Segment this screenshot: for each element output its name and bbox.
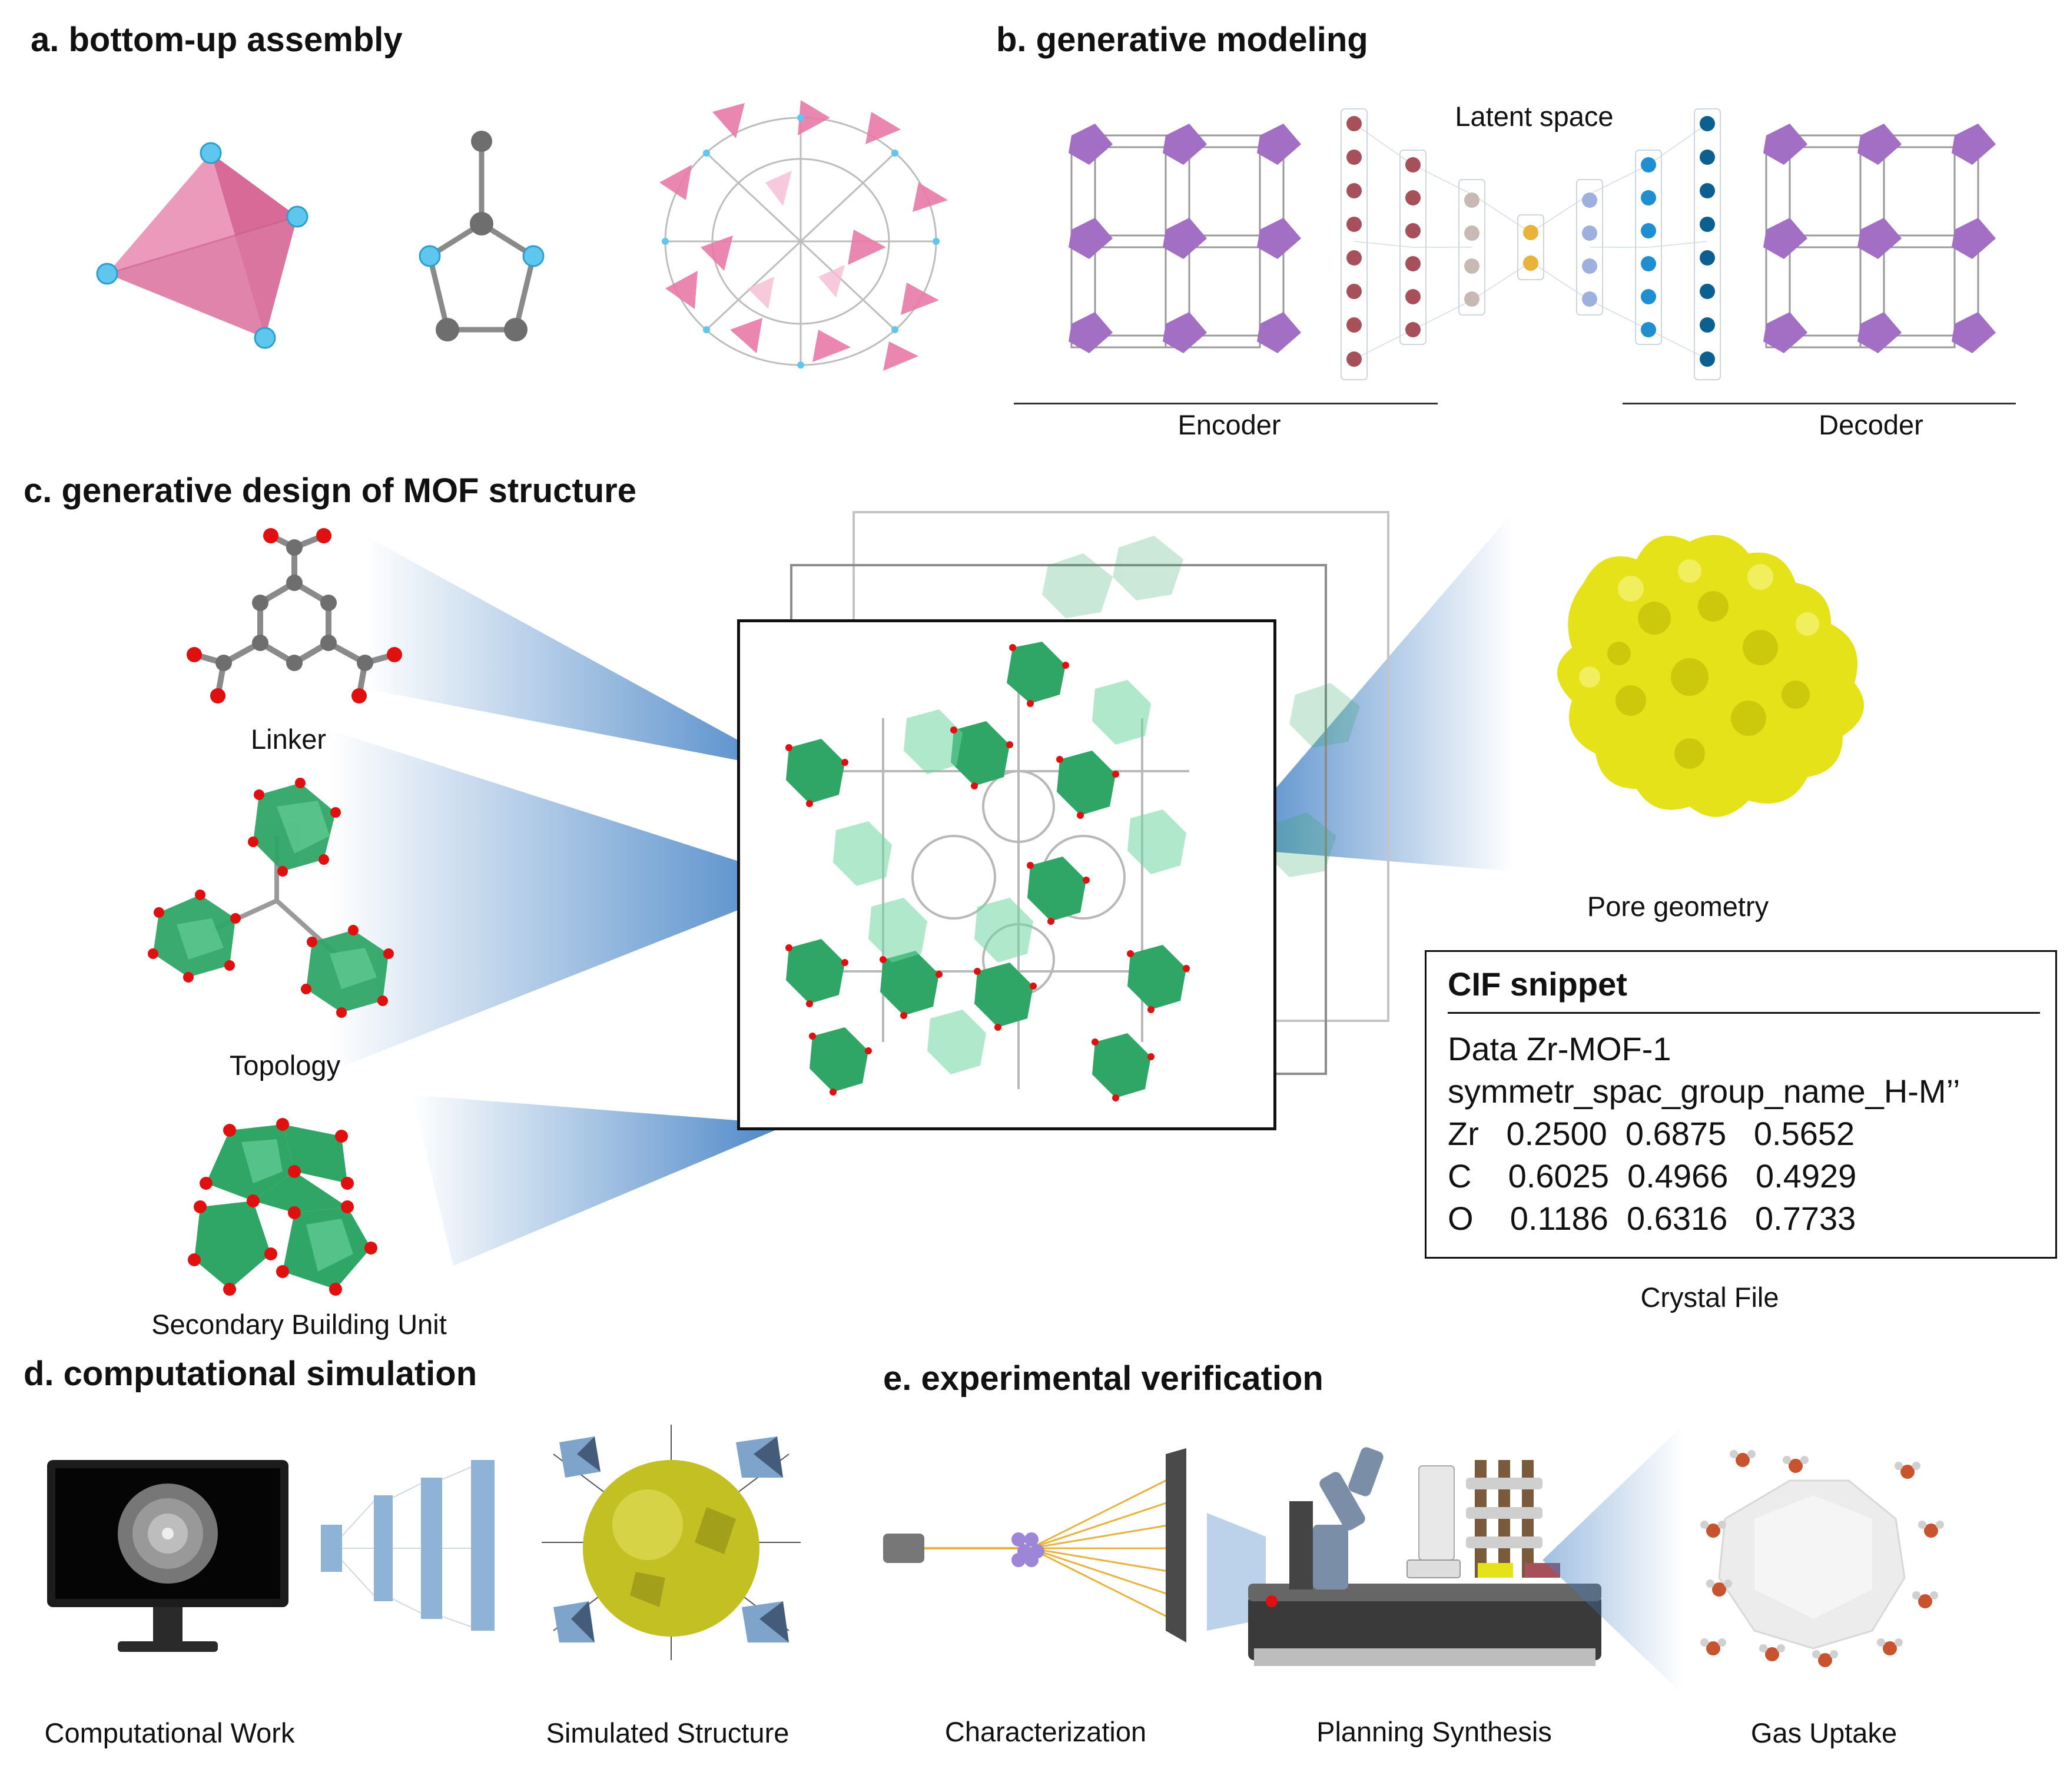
- cif-line: C 0.6025 0.4966 0.4929: [1448, 1157, 1857, 1194]
- gas-uptake-icon: [1542, 1425, 1944, 1695]
- mof-structure-icon: [785, 642, 1190, 1101]
- decoder-label: Decoder: [1819, 409, 1923, 440]
- autoencoder-network-icon: [1341, 108, 1721, 380]
- pore-geometry-icon: [1557, 535, 1864, 817]
- characterization-label: Characterization: [944, 1716, 1147, 1747]
- ghost-mof-icon: [1042, 536, 1360, 877]
- latent-space-label: Latent space: [1455, 101, 1614, 132]
- cif-line: symmetr_spac_group_name_H-M’’: [1448, 1073, 1960, 1110]
- panel-e-title: e. experimental verification: [883, 1359, 1323, 1398]
- panel-a-title: a. bottom-up assembly: [31, 21, 403, 59]
- neural-network-icon: [321, 1460, 495, 1631]
- imidazolate-linker-icon: [419, 131, 545, 341]
- linker-label: Linker: [250, 724, 327, 755]
- panel-d-title: d. computational simulation: [24, 1355, 477, 1393]
- cif-line: O 0.1186 0.6316 0.7733: [1448, 1200, 1856, 1237]
- panel-c-title: c. generative design of MOF structure: [24, 472, 636, 510]
- sbu-label: Secondary Building Unit: [151, 1309, 447, 1340]
- cif-title: CIF snippet: [1448, 965, 1627, 1003]
- cif-line: Zr 0.2500 0.6875 0.5652: [1448, 1115, 1855, 1152]
- pore-geometry-label: Pore geometry: [1587, 891, 1769, 922]
- cif-snippet-box: CIF snippet Data Zr-MOF-1 symmetr_spac_g…: [1425, 950, 2057, 1259]
- robot-lab-icon: [1207, 1447, 1601, 1666]
- computational-work-label: Computational Work: [44, 1717, 295, 1748]
- linker-molecule-icon: [187, 528, 402, 703]
- zif-cage-icon: [659, 100, 948, 371]
- simulated-structure-label: Simulated Structure: [546, 1717, 789, 1748]
- cif-divider: [1448, 1012, 2040, 1014]
- characterization-icon: [883, 1448, 1186, 1642]
- sbu-cluster-icon: [188, 1118, 377, 1296]
- panel-b-title: b. generative modeling: [996, 21, 1368, 59]
- cif-line: Data Zr-MOF-1: [1448, 1030, 1671, 1067]
- tetrahedron-icon: [96, 142, 308, 349]
- planning-synthesis-label: Planning Synthesis: [1316, 1716, 1552, 1747]
- mof-cube-input-icon: [1069, 124, 1301, 353]
- decoder-rule: [1623, 403, 2016, 404]
- mof-cube-output-icon: [1763, 124, 1996, 353]
- encoder-rule: [1014, 403, 1438, 404]
- topology-cluster-icon: [148, 778, 394, 1018]
- gas-uptake-label: Gas Uptake: [1750, 1717, 1898, 1748]
- topology-label: Topology: [229, 1050, 341, 1081]
- crystal-file-label: Crystal File: [1640, 1282, 1779, 1313]
- encoder-label: Encoder: [1177, 409, 1281, 440]
- simulated-structure-icon: [542, 1425, 801, 1660]
- monitor-icon: [47, 1460, 288, 1652]
